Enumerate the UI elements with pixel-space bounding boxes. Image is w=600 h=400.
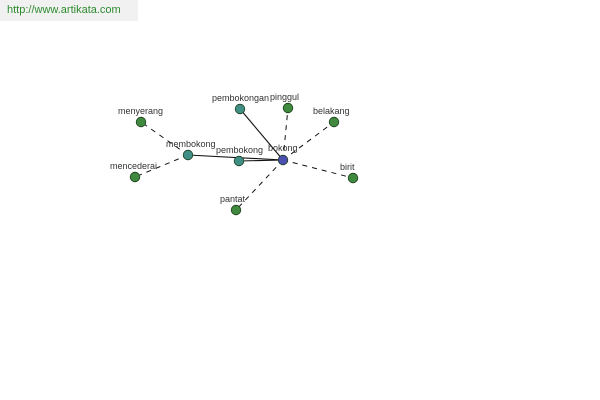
edge-bokong-pantat (235, 159, 284, 211)
edge-bokong-birit (282, 159, 354, 179)
node-belakang[interactable] (328, 116, 340, 128)
node-mencederai[interactable] (129, 171, 141, 183)
node-label-pembokongan[interactable]: pembokongan (212, 93, 269, 103)
graph-edges (134, 107, 354, 211)
node-pantat[interactable] (230, 204, 242, 216)
node-membokong[interactable] (182, 149, 194, 161)
site-url-banner[interactable]: http://www.artikata.com (0, 0, 138, 21)
node-pembokongan[interactable] (234, 103, 246, 115)
node-label-menyerang[interactable]: menyerang (118, 106, 163, 116)
edge-bokong-pembokong (238, 159, 284, 162)
edge-bokong-pembokongan (239, 108, 284, 161)
node-pinggul[interactable] (282, 102, 294, 114)
node-label-birit[interactable]: birit (340, 162, 355, 172)
edge-bokong-belakang (282, 121, 335, 161)
edge-bokong-pinggul (282, 107, 289, 161)
node-label-mencederai[interactable]: mencederai (110, 161, 157, 171)
node-birit[interactable] (347, 172, 359, 184)
node-label-membokong[interactable]: membokong (166, 139, 216, 149)
node-pembokong[interactable] (233, 155, 245, 167)
node-label-pembokong[interactable]: pembokong (216, 145, 263, 155)
node-label-pantat[interactable]: pantat (220, 194, 246, 204)
node-label-pinggul[interactable]: pinggul (270, 92, 299, 102)
node-label-bokong[interactable]: bokong (268, 143, 298, 153)
site-url-text[interactable]: http://www.artikata.com (7, 4, 121, 16)
node-menyerang[interactable] (135, 116, 147, 128)
node-label-belakang[interactable]: belakang (313, 106, 350, 116)
node-bokong[interactable] (277, 154, 289, 166)
